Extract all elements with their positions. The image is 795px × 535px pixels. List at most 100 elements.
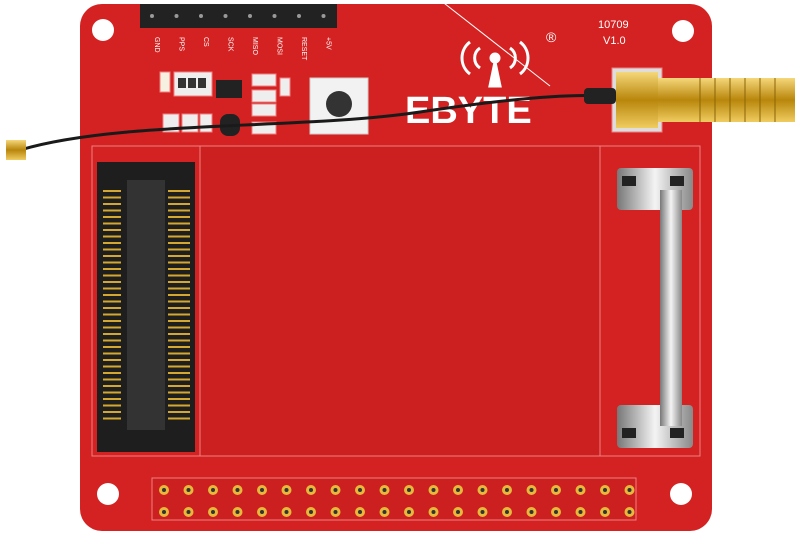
contact-pin (103, 339, 121, 342)
contact-pin (168, 411, 190, 413)
gpio-pin-hole (309, 510, 313, 514)
part-number: 10709 (598, 19, 629, 31)
contact-pin (103, 307, 121, 309)
antenna-pigtail-cable (6, 88, 617, 160)
contact-pin (168, 352, 190, 355)
contact-pin (168, 385, 190, 387)
contact-pin (168, 222, 190, 225)
contact-pin (103, 300, 121, 303)
gpio-pin-hole (529, 510, 534, 514)
pin-label: MOSI (276, 37, 283, 55)
gpio-pin-hole (162, 488, 166, 492)
header-pin (199, 14, 203, 18)
contact-pin (103, 268, 121, 270)
contact-pin (168, 196, 190, 199)
gpio-pin-hole (529, 488, 534, 492)
sma-antenna-connector (611, 67, 795, 133)
header-pin (297, 14, 301, 18)
gpio-pin-hole (260, 510, 264, 514)
contact-pin (168, 326, 190, 329)
registered-mark: ® (546, 29, 557, 45)
ebyte-logo (439, 0, 551, 88)
center-area (199, 145, 601, 457)
contact-pin (103, 196, 121, 199)
gpio-pin-hole (186, 488, 191, 492)
contact-pin (103, 378, 121, 381)
contact-pin (103, 359, 121, 361)
contact-pin (103, 222, 121, 225)
contact-pin (168, 300, 190, 303)
contact-pin (168, 333, 190, 335)
gpio-pin-hole (431, 488, 436, 492)
contact-pin (103, 294, 121, 296)
gpio-pin-hole (235, 488, 240, 492)
contact-pin (103, 346, 121, 348)
contact-pin (168, 235, 190, 238)
gpio-pin-hole (603, 510, 607, 514)
contact-pin (103, 372, 121, 374)
contact-pin (168, 391, 190, 394)
gpio-pin-hole (456, 510, 460, 514)
contact-pin (103, 287, 121, 290)
contact-pin (168, 313, 190, 316)
gpio-pin-hole (456, 488, 460, 492)
gpio-pin-hole (358, 488, 362, 492)
header-pin (174, 14, 179, 18)
gpio-pin-hole (480, 488, 485, 492)
contact-pin (168, 203, 190, 205)
contact-pin (168, 229, 190, 231)
pin-label: PPS (178, 37, 185, 51)
gpio-pin-hole (211, 488, 215, 492)
contact-pin (103, 411, 121, 413)
gpio-pin-hole (505, 510, 509, 514)
pin-label: CS (202, 37, 209, 47)
contact-pin (168, 372, 190, 374)
contact-pin (103, 229, 121, 231)
contact-pin (103, 235, 121, 238)
gpio-pin-hole (235, 510, 240, 514)
gpio-pin-hole (578, 488, 583, 492)
gpio-pin-hole (162, 510, 166, 514)
gpio-pin-hole (260, 488, 264, 492)
gpio-pin-hole (407, 488, 411, 492)
header-pin (272, 14, 277, 18)
gpio-pin-hole (333, 488, 338, 492)
contact-pin (103, 391, 121, 394)
voltage-regulator-chip (216, 80, 242, 98)
contact-pin (168, 281, 190, 283)
reset-button[interactable] (309, 77, 369, 135)
gpio-pin-hole (333, 510, 338, 514)
gpio-pin-hole (627, 510, 632, 514)
pin-label: +5V (325, 37, 332, 50)
contact-pin (168, 248, 190, 251)
contact-pin (168, 268, 190, 270)
mini-pcie-connector (97, 162, 195, 452)
contact-pin (168, 359, 190, 361)
contact-pin (168, 255, 190, 257)
contact-pin (168, 346, 190, 348)
sim-card-holder (617, 168, 693, 448)
contact-pin (103, 281, 121, 283)
contact-pin (168, 365, 190, 368)
contact-pin (103, 255, 121, 257)
gpio-pin-hole (186, 510, 191, 514)
contact-pin (168, 398, 190, 400)
gpio-pin-hole (505, 488, 509, 492)
contact-pin (103, 398, 121, 400)
gpio-pin-hole (578, 510, 583, 514)
contact-pin (168, 209, 190, 212)
contact-pin (103, 216, 121, 218)
contact-pin (103, 190, 121, 192)
gpio-pin-hole (284, 510, 289, 514)
contact-pin (168, 307, 190, 309)
version-label: V1.0 (603, 35, 626, 47)
contact-pin (168, 261, 190, 264)
contact-pin (168, 320, 190, 322)
gpio-pin-hole (554, 488, 558, 492)
contact-pin (168, 287, 190, 290)
contact-pin (103, 261, 121, 264)
mounting-holes (92, 19, 694, 505)
contact-pin (103, 242, 121, 244)
pin-label: SCK (227, 37, 234, 52)
